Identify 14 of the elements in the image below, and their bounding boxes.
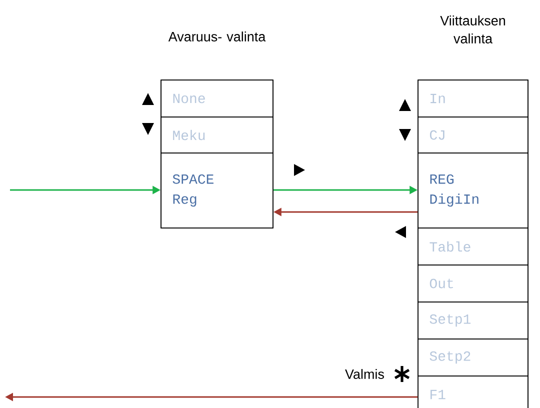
menu-cell: CJ [418, 116, 528, 154]
menu-cell: SPACE Reg [160, 152, 274, 228]
menu-cell: None [160, 80, 274, 118]
menu-cell: Out [418, 264, 528, 302]
menu-cell: REG DigiIn [418, 152, 528, 228]
menu-cell: Setp2 [418, 338, 528, 376]
menu-cell: Setp1 [418, 302, 528, 340]
status-label: Valmis [345, 369, 384, 379]
menu-cell: F1 [418, 376, 528, 408]
menu-cell: In [418, 80, 528, 118]
node-label: Avaruus- valinta [168, 32, 266, 42]
node-label: Viittauksen valinta [440, 16, 506, 44]
menu-cell: Meku [160, 116, 274, 154]
menu-cell: Table [418, 228, 528, 266]
